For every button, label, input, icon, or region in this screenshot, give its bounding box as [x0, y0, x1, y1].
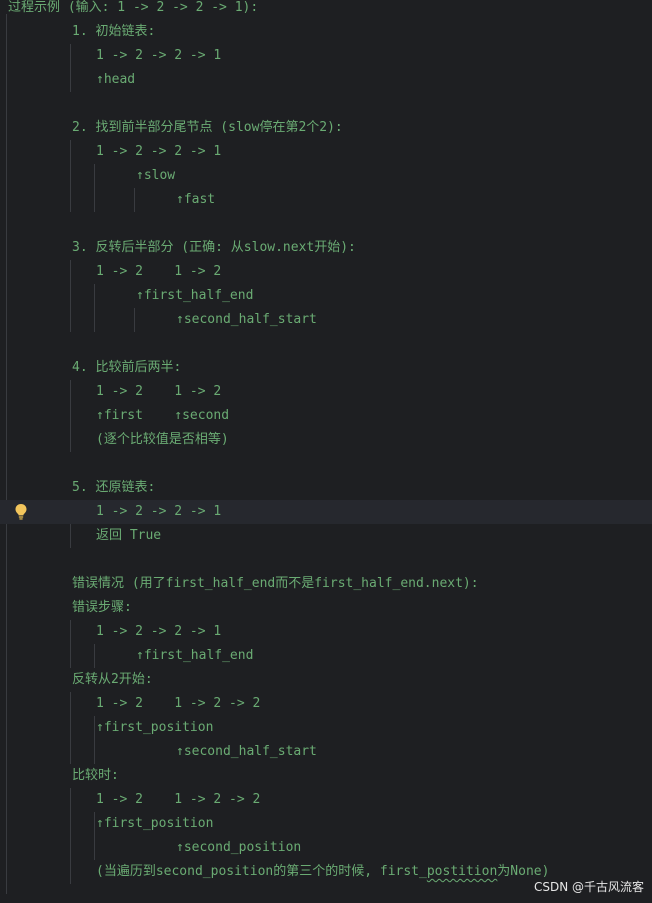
line-text: 3. 反转后半部分 (正确: 从slow.next开始): [72, 240, 356, 255]
line-text: 2. 找到前半部分尾节点 (slow停在第2个2): [72, 120, 343, 135]
line-text: 错误步骤: [72, 600, 132, 615]
code-line[interactable]: ↑second_half_start [0, 308, 652, 332]
code-line[interactable]: ↑second_position [0, 836, 652, 860]
code-line[interactable]: 1 -> 2 1 -> 2 -> 2 [0, 692, 652, 716]
line-text: 反转从2开始: [72, 672, 153, 687]
line-text: 1 -> 2 -> 2 -> 1 [96, 504, 222, 519]
indent-guide [70, 692, 71, 764]
line-text: ↑head [96, 72, 136, 87]
line-text: ↑second_position [176, 840, 302, 855]
line-text-part: 为None) [497, 864, 550, 879]
code-line[interactable]: ↑head [0, 68, 652, 92]
code-line[interactable]: 1. 初始链表: [0, 20, 652, 44]
indent-guide [70, 500, 71, 548]
code-line[interactable]: 2. 找到前半部分尾节点 (slow停在第2个2): [0, 116, 652, 140]
code-line[interactable]: ↑slow [0, 164, 652, 188]
code-line[interactable]: 4. 比较前后两半: [0, 356, 652, 380]
code-line[interactable]: ↑second_half_start [0, 740, 652, 764]
line-text: 1 -> 2 1 -> 2 -> 2 [96, 696, 261, 711]
indent-guide [70, 380, 71, 452]
line-text: ↑second_half_start [176, 312, 317, 327]
code-line[interactable]: 1 -> 2 -> 2 -> 1 [0, 140, 652, 164]
code-line[interactable]: 5. 还原链表: [0, 476, 652, 500]
line-text: 5. 还原链表: [72, 480, 156, 495]
indent-guide [70, 260, 71, 332]
line-text: ↑slow [136, 168, 176, 183]
code-line[interactable]: (逐个比较值是否相等) [0, 428, 652, 452]
lightbulb-icon[interactable] [14, 503, 28, 521]
line-text: ↑first_half_end [136, 648, 254, 663]
line-text: 1 -> 2 -> 2 -> 1 [96, 624, 222, 639]
line-text: 比较时: [72, 768, 119, 783]
current-code-line[interactable]: 1 -> 2 -> 2 -> 1 [0, 500, 652, 524]
line-text: ↑first ↑second [96, 408, 230, 423]
line-text: 1 -> 2 -> 2 -> 1 [96, 48, 222, 63]
indent-guide [6, 14, 7, 894]
line-text: ↑second_half_start [176, 744, 317, 759]
code-line[interactable]: 比较时: [0, 764, 652, 788]
line-text: ↑fast [176, 192, 216, 207]
code-line[interactable]: 1 -> 2 1 -> 2 -> 2 [0, 788, 652, 812]
line-text: 1. 初始链表: [72, 24, 156, 39]
code-line[interactable]: (当遍历到second_position的第三个的时候, first_posti… [0, 860, 652, 884]
csdn-watermark: CSDN @千古风流客 [533, 880, 644, 894]
spelling-warning-text: postition [426, 864, 498, 879]
indent-guide [70, 788, 71, 884]
line-text: (当遍历到second_position的第三个的时候, first_posti… [96, 860, 549, 884]
indent-guide [94, 812, 95, 860]
code-line[interactable]: ↑first_half_end [0, 284, 652, 308]
line-text: 1 -> 2 1 -> 2 [96, 384, 222, 399]
line-text: 过程示例 (输入: 1 -> 2 -> 2 -> 1): [8, 0, 259, 15]
indent-guide [94, 284, 95, 332]
code-line[interactable]: ↑first ↑second [0, 404, 652, 428]
indent-guide [70, 620, 71, 668]
indent-guide [94, 716, 95, 764]
code-line[interactable]: 1 -> 2 -> 2 -> 1 [0, 620, 652, 644]
line-text: ↑first_position [96, 816, 214, 831]
line-text: 4. 比较前后两半: [72, 360, 182, 375]
line-text: (逐个比较值是否相等) [96, 432, 229, 447]
code-line[interactable]: ↑first_half_end [0, 644, 652, 668]
code-line[interactable]: 返回 True [0, 524, 652, 548]
indent-guide [134, 188, 135, 212]
code-line[interactable]: 错误情况 (用了first_half_end而不是first_half_end.… [0, 572, 652, 596]
line-text: 错误情况 (用了first_half_end而不是first_half_end.… [72, 576, 479, 591]
indent-guide [94, 644, 95, 668]
code-line[interactable]: 3. 反转后半部分 (正确: 从slow.next开始): [0, 236, 652, 260]
line-text: 1 -> 2 1 -> 2 [96, 264, 222, 279]
indent-guide [134, 308, 135, 332]
line-text: 1 -> 2 -> 2 -> 1 [96, 144, 222, 159]
code-line[interactable]: 1 -> 2 1 -> 2 [0, 380, 652, 404]
code-line[interactable]: 错误步骤: [0, 596, 652, 620]
line-text-part: (当遍历到second_position的第三个的时候, first_ [96, 864, 427, 879]
indent-guide [94, 164, 95, 212]
line-text: 1 -> 2 1 -> 2 -> 2 [96, 792, 261, 807]
code-line[interactable]: ↑first_position [0, 716, 652, 740]
code-line[interactable]: ↑fast [0, 188, 652, 212]
code-line[interactable]: ↑first_position [0, 812, 652, 836]
line-text: ↑first_half_end [136, 288, 254, 303]
line-text: ↑first_position [96, 720, 214, 735]
line-text: 返回 True [96, 528, 162, 543]
code-line[interactable]: 过程示例 (输入: 1 -> 2 -> 2 -> 1): [0, 0, 652, 20]
code-line[interactable]: 1 -> 2 1 -> 2 [0, 260, 652, 284]
code-line[interactable]: 1 -> 2 -> 2 -> 1 [0, 44, 652, 68]
indent-guide [70, 44, 71, 92]
indent-guide [70, 140, 71, 212]
code-line[interactable]: 反转从2开始: [0, 668, 652, 692]
